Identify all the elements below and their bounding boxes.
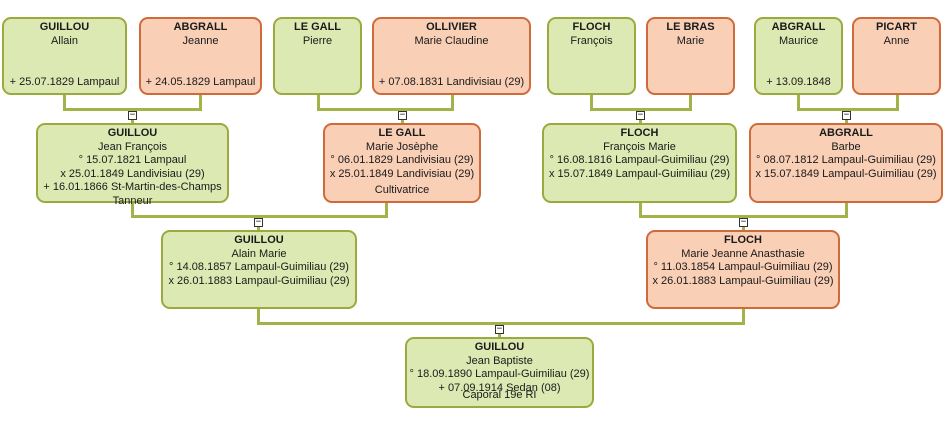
person-detail-line: x 25.01.1849 Landivisiau (29) <box>60 167 205 180</box>
minus-square-icon[interactable]: − <box>739 217 748 227</box>
person-footer-line: + 07.08.1831 Landivisiau (29) <box>378 75 525 88</box>
person-surname: LE GALL <box>293 21 342 33</box>
person-given-name: Jean François <box>97 140 168 153</box>
person-detail-line: ° 08.07.1812 Lampaul-Guimiliau (29) <box>756 154 936 166</box>
person-detail-line: ° 06.01.1829 Landivisiau (29) <box>330 154 474 166</box>
connector-line <box>797 95 800 111</box>
person-surname: ABGRALL <box>771 21 826 33</box>
connector-line <box>742 309 745 325</box>
person-detail-line: ° 16.08.1816 Lampaul-Guimiliau (29) <box>549 154 730 166</box>
connector-line <box>131 215 388 218</box>
person-surname: FLOCH <box>620 127 659 139</box>
connector-line <box>590 108 692 111</box>
person-surname: OLLIVIER <box>426 21 477 33</box>
person-given-name: Allain <box>51 34 78 47</box>
connector-line <box>257 322 745 325</box>
minus-square-icon[interactable]: − <box>398 110 407 120</box>
person-given-name: Pierre <box>302 34 333 47</box>
connector-line <box>199 95 202 111</box>
connector-line <box>451 95 454 111</box>
person-surname: GUILLOU <box>39 21 90 33</box>
person-detail-line: ° 18.09.1890 Lampaul-Guimiliau (29) <box>409 368 590 380</box>
person-footer-line: Cultivatrice <box>374 183 430 196</box>
connector-line <box>63 108 202 111</box>
person-detail-line: ° 14.08.1857 Lampaul-Guimiliau (29) <box>169 261 349 273</box>
person-surname: LE BRAS <box>666 21 715 33</box>
person-detail-line: x 25.01.1849 Landivisiau (29) <box>329 167 475 180</box>
connector-line <box>317 95 320 111</box>
person-detail-line: Tanneur <box>112 194 153 207</box>
person-surname: LE GALL <box>378 127 426 139</box>
person-given-name: Marie Josèphe <box>365 140 439 153</box>
person-surname: FLOCH <box>724 234 762 246</box>
minus-square-icon[interactable]: − <box>128 110 137 120</box>
person-detail-line: ° 11.03.1854 Lampaul-Guimiliau (29) <box>653 261 833 273</box>
person-given-name: Alain Marie <box>231 247 287 260</box>
connector-line <box>317 108 454 111</box>
person-given-name: François <box>570 34 613 47</box>
person-given-name: Jeanne <box>182 34 219 47</box>
person-detail-line: + 07.09.1914 Sedan (08) <box>438 381 561 394</box>
person-given-name: Marie Claudine <box>414 34 489 47</box>
connector-line <box>590 95 593 111</box>
person-given-name: Barbe <box>831 140 861 153</box>
person-footer-line: Caporal 19e RI <box>462 388 537 401</box>
connector-line <box>63 95 66 111</box>
person-surname: FLOCH <box>572 21 611 33</box>
minus-square-icon[interactable]: − <box>636 110 645 120</box>
connector-line <box>639 203 642 218</box>
person-surname: GUILLOU <box>107 127 158 139</box>
person-detail-line: x 15.07.1849 Lampaul-Guimiliau (29) <box>549 167 730 180</box>
connector-line <box>385 203 388 218</box>
person-detail-line: x 26.01.1883 Lampaul-Guimiliau (29) <box>168 274 350 287</box>
connector-line <box>797 108 899 111</box>
person-given-name: Marie Jeanne Anasthasie <box>681 247 805 260</box>
person-given-name: Jean Baptiste <box>466 354 533 367</box>
person-detail-line: x 26.01.1883 Lampaul-Guimiliau (29) <box>652 274 834 287</box>
person-detail-line: ° 15.07.1821 Lampaul <box>78 154 187 166</box>
person-given-name: Anne <box>883 34 910 47</box>
person-given-name: François Marie <box>603 140 676 153</box>
connector-line <box>896 95 899 111</box>
person-footer-line: + 25.07.1829 Lampaul <box>9 75 120 88</box>
connector-line <box>257 309 260 325</box>
person-surname: GUILLOU <box>234 234 284 246</box>
person-surname: PICART <box>876 21 917 33</box>
person-surname: GUILLOU <box>474 341 525 353</box>
connector-line <box>639 215 848 218</box>
minus-square-icon[interactable]: − <box>495 324 504 334</box>
connector-line <box>845 203 848 218</box>
person-given-name: Marie <box>676 34 705 47</box>
person-detail-line: + 16.01.1866 St-Martin-des-Champs <box>43 181 222 193</box>
person-given-name: Maurice <box>778 34 819 47</box>
person-surname: ABGRALL <box>173 21 228 33</box>
person-footer-line: + 13.09.1848 <box>766 75 831 88</box>
connector-line <box>131 203 134 218</box>
minus-square-icon[interactable]: − <box>254 217 263 227</box>
person-footer-line: + 24.05.1829 Lampaul <box>145 75 256 88</box>
minus-square-icon[interactable]: − <box>842 110 851 120</box>
person-surname: ABGRALL <box>819 127 873 139</box>
person-detail-line: x 15.07.1849 Lampaul-Guimiliau (29) <box>755 167 937 180</box>
connector-line <box>689 95 692 111</box>
